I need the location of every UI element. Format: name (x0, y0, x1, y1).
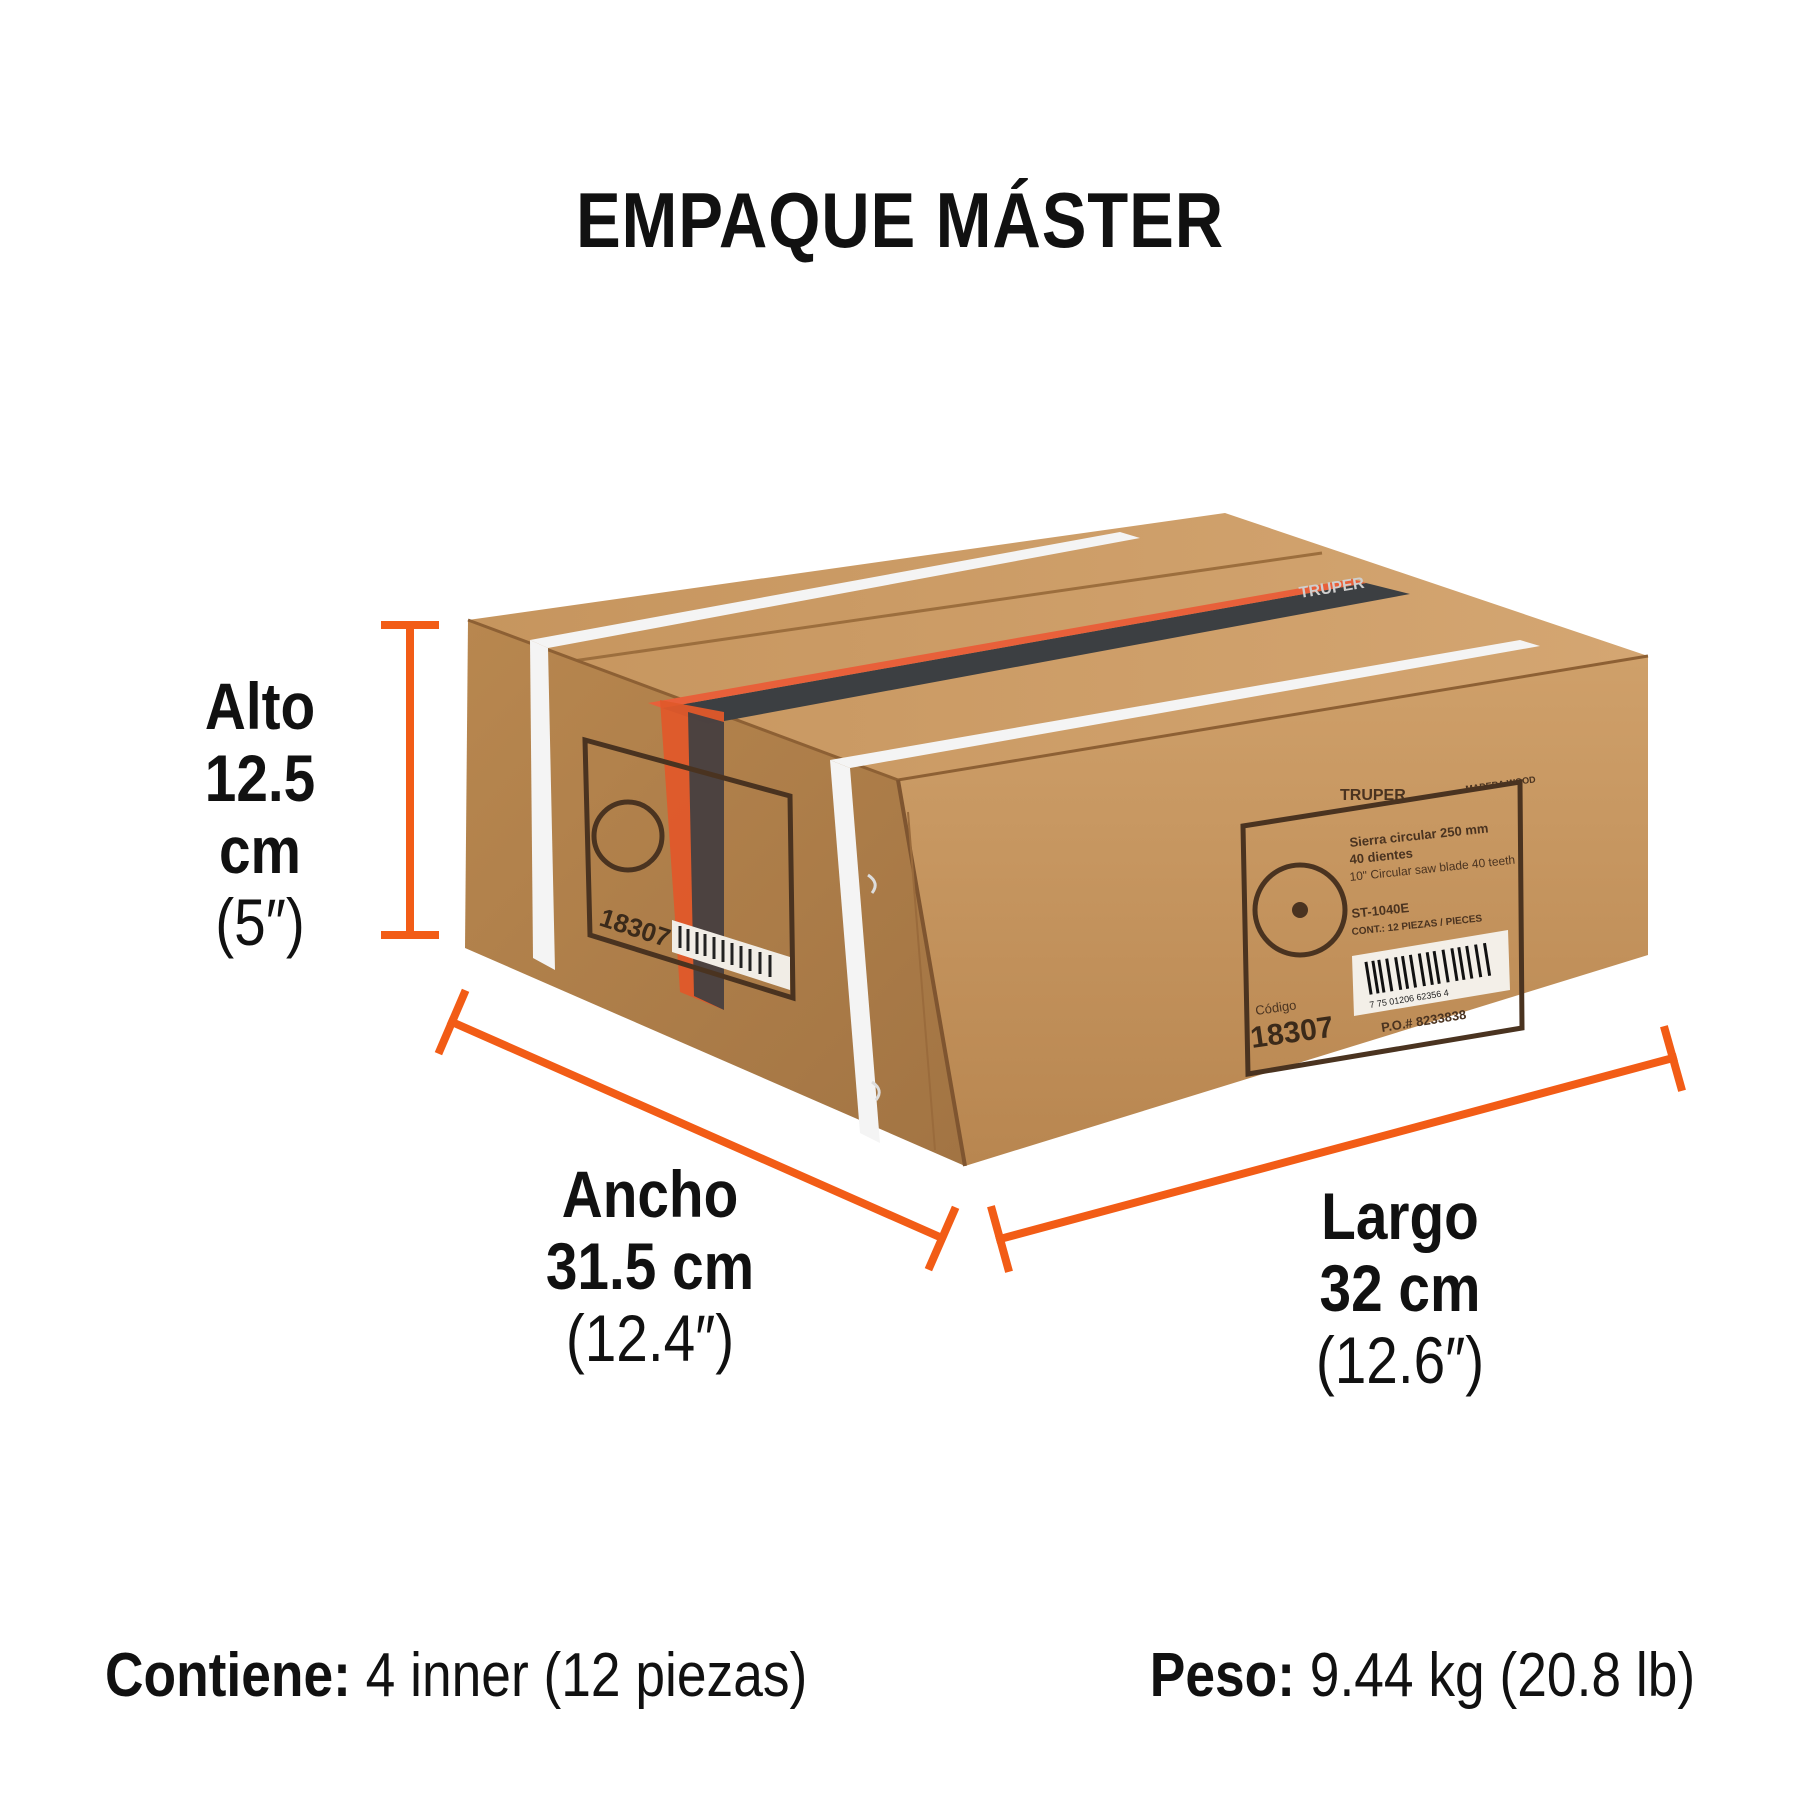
width-metric: 31.5 cm (545, 1229, 755, 1303)
product-line-2: 40 dientes (1349, 845, 1414, 867)
length-bracket (987, 1025, 1686, 1273)
weight-value: 9.44 kg (20.8 lb) (1309, 1641, 1695, 1710)
height-metric: 12.5 cm (204, 741, 316, 887)
dimension-brackets (381, 621, 1686, 1273)
width-bracket (434, 988, 960, 1272)
side-label: 18307 (582, 736, 881, 1101)
saw-blade-icon (1252, 862, 1348, 958)
width-name: Ancho (561, 1157, 739, 1231)
cardboard-box (465, 513, 1649, 1167)
contents-key: Contiene: (105, 1641, 351, 1710)
height-name: Alto (204, 669, 316, 743)
box-front-face (898, 656, 1648, 1166)
length-name: Largo (1321, 1179, 1479, 1253)
width-imperial: (12.4″) (565, 1301, 735, 1375)
brand-text: TRUPER (1340, 787, 1406, 804)
length-metric: 32 cm (1319, 1251, 1481, 1325)
height-label: Alto 12.5 cm (5″) (157, 670, 363, 958)
width-label: Ancho 31.5 cm (12.4″) (530, 1158, 771, 1374)
code-label: Código (1254, 997, 1297, 1018)
straps (530, 532, 1540, 1143)
length-label: Largo 32 cm (12.6″) (1288, 1180, 1512, 1396)
length-imperial: (12.6″) (1315, 1323, 1485, 1397)
contents-info: Contiene: 4 inner (12 piezas) (105, 1640, 807, 1711)
model-text: ST-1040E (1351, 900, 1410, 921)
contents-value: 4 inner (12 piezas) (365, 1641, 808, 1710)
weight-info: Peso: 9.44 kg (20.8 lb) (1150, 1640, 1695, 1711)
page-title: EMPAQUE MÁSTER (575, 176, 1225, 264)
weight-key: Peso: (1149, 1641, 1295, 1710)
height-imperial: (5″) (215, 885, 305, 959)
height-bracket (381, 621, 439, 939)
